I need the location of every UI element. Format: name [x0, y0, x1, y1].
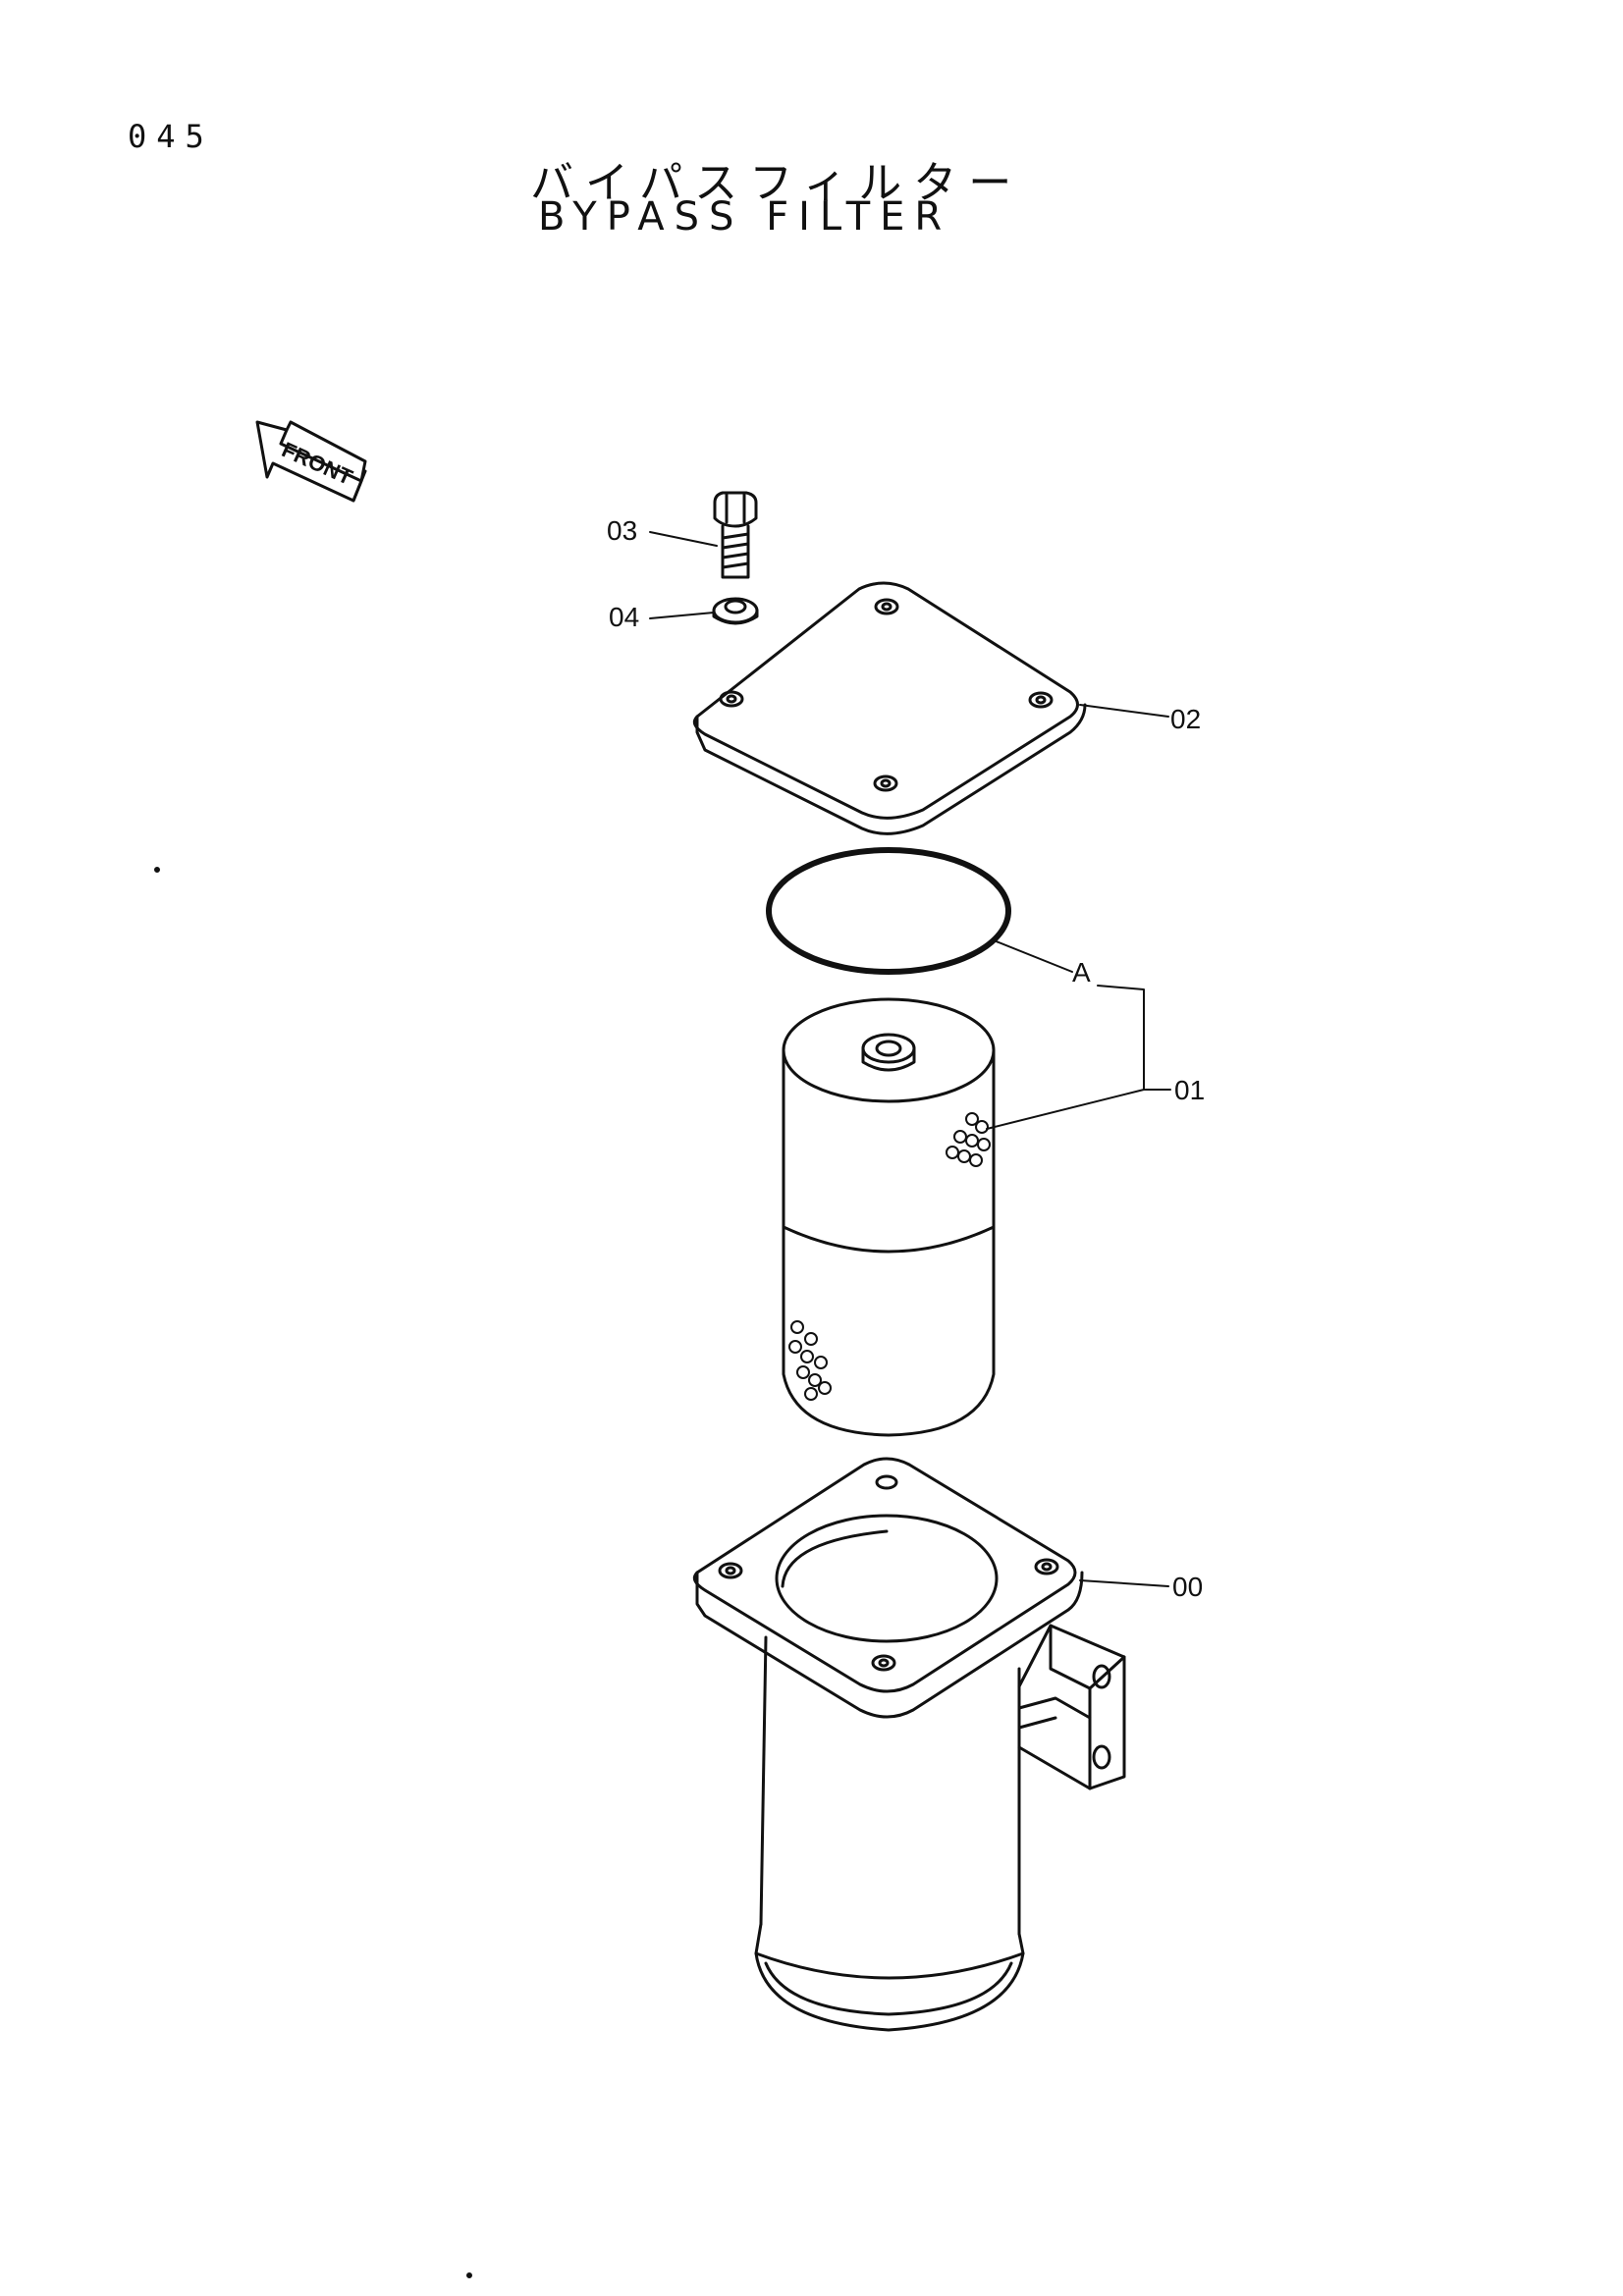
filter-element — [782, 997, 996, 1437]
callout-cover: 02 — [1170, 704, 1201, 734]
cover-plate — [692, 581, 1087, 835]
washer — [712, 597, 759, 625]
front-arrow-icon — [255, 420, 367, 503]
front-label: FRONT — [278, 437, 356, 490]
title-english: BYPASS FILTER — [538, 194, 952, 240]
title-japanese: バイパスフィルター — [530, 158, 1024, 208]
filter-case — [692, 1457, 1126, 2032]
callout-element: 01 — [1174, 1075, 1205, 1105]
callout-group: A — [1072, 957, 1091, 988]
page-number: 045 — [128, 118, 214, 155]
callout-bolt: 03 — [607, 515, 637, 546]
bolt — [713, 491, 758, 579]
o-ring — [766, 847, 1011, 975]
callout-case: 00 — [1172, 1572, 1203, 1602]
leader-lines — [649, 531, 1171, 1587]
callout-washer: 04 — [609, 602, 639, 632]
